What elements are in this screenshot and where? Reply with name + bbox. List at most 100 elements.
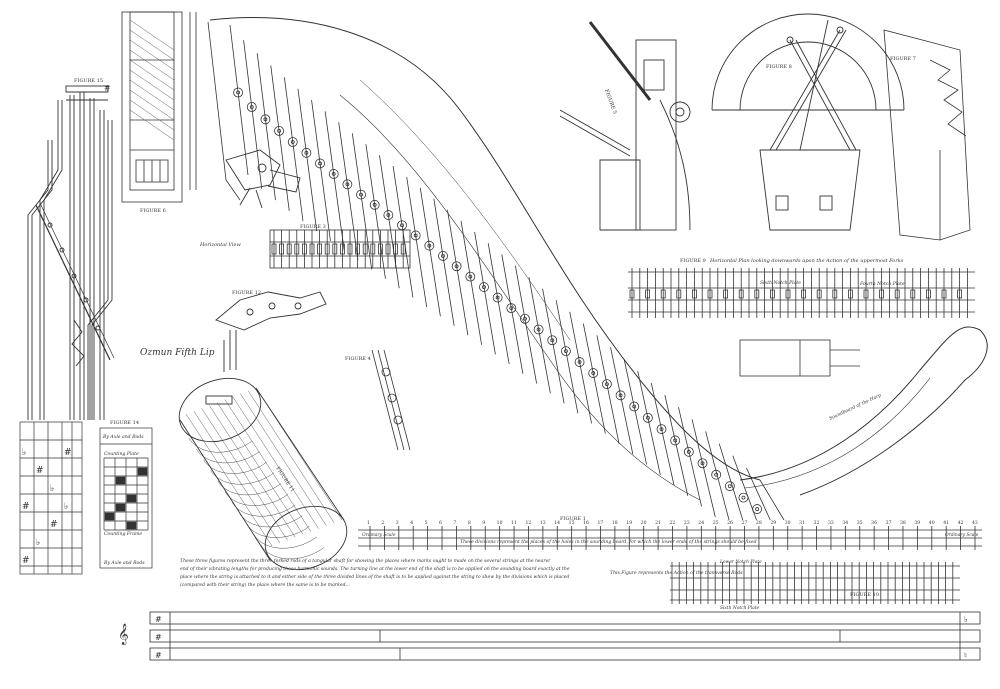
notes-line-3: place where the string is attached to it… — [180, 574, 569, 580]
tuning-pin — [523, 316, 527, 321]
scale-number: 7 — [453, 520, 456, 526]
figure-6-label: FIGURE 6 — [140, 208, 166, 214]
scale-number: 38 — [900, 520, 906, 526]
scale-number: 12 — [525, 520, 531, 526]
tuning-pin — [318, 161, 322, 166]
tuning-disc — [233, 87, 244, 98]
tuning-pin — [427, 243, 432, 248]
treble-clef-icon: 𝄞 — [118, 624, 129, 645]
cylinder-line — [216, 402, 304, 535]
tuning-pin — [700, 461, 705, 466]
tuning-disc — [642, 412, 653, 423]
cylinder-line — [224, 399, 312, 532]
bar-sharp-3: # — [155, 651, 162, 660]
tuning-disc — [492, 292, 503, 303]
tuning-pin — [372, 202, 377, 207]
tuning-disc — [506, 303, 517, 314]
tuning-disc — [533, 324, 544, 335]
figure-4-label: FIGURE 4 — [345, 356, 371, 362]
fig9-block — [879, 289, 884, 299]
scale-number: 34 — [842, 520, 848, 526]
tuning-pin — [400, 223, 404, 228]
fig3-block — [362, 243, 368, 255]
scale-number: 40 — [929, 520, 935, 526]
sixth-notch-plate-caption: Sixth Notch Plate — [760, 280, 801, 286]
scale-number: 21 — [655, 520, 661, 526]
tuning-pin — [536, 327, 541, 332]
svg-text:#: # — [36, 466, 44, 476]
tuning-disc — [520, 313, 530, 324]
figure-15-rod-assembly — [27, 85, 115, 420]
tuning-pin — [331, 172, 336, 176]
cylinder-line — [209, 405, 296, 538]
figure-15-grid-symbols: ♭ # ♭ # # # ♭ ♭ # — [22, 448, 72, 566]
cylinder-ring — [236, 463, 319, 528]
cylinder-line — [240, 393, 327, 526]
tuning-pin — [632, 404, 637, 409]
notes-line-1: These three figures represent the three … — [180, 558, 551, 564]
fig9-block — [894, 289, 900, 299]
horizontal-view-caption: Horizontal View — [199, 242, 241, 248]
tuning-disc — [424, 240, 435, 251]
harp-string — [460, 220, 483, 345]
fig3-block — [339, 243, 345, 255]
scale-number: 18 — [612, 520, 618, 526]
tuning-disc — [561, 346, 571, 357]
bar-natural-1: ♮ — [964, 651, 967, 660]
harp-string — [650, 382, 675, 486]
fig3-block — [385, 243, 391, 255]
tuning-pin — [686, 449, 691, 454]
tuning-disc — [369, 199, 380, 210]
tuning-pin — [659, 427, 664, 431]
figure-14-sub1: Counting Plate — [104, 451, 139, 457]
tuning-pin — [454, 264, 459, 269]
harp-string — [623, 358, 647, 465]
fig9-block — [801, 289, 806, 299]
tuning-pin — [673, 438, 678, 443]
bar-flat-1: ♭ — [964, 615, 968, 624]
tuning-pin — [386, 213, 391, 217]
tuning-disc — [287, 137, 298, 147]
tuning-disc — [479, 282, 489, 292]
fig14-cell-filled — [137, 467, 148, 476]
tuning-pin — [468, 274, 473, 279]
tuning-pin — [604, 382, 609, 387]
fig9-block — [832, 289, 838, 299]
fig9-block — [660, 289, 666, 299]
scale-right-label: Ordinary Scale — [945, 533, 979, 538]
figure-10-label: FIGURE 10 — [850, 592, 879, 598]
cylinder-line — [201, 408, 288, 541]
svg-text:♭: ♭ — [22, 448, 26, 458]
harp-string — [487, 243, 510, 365]
cylinder-ring — [214, 431, 297, 496]
cylinder-line — [185, 413, 273, 547]
tuning-disc — [588, 368, 599, 378]
tuning-pin — [236, 90, 241, 95]
cylinder-ring — [186, 388, 269, 453]
cylinder-ring — [257, 495, 340, 560]
harp-string — [474, 231, 496, 355]
fig14-cell-filled — [126, 521, 137, 530]
tuning-pin — [741, 495, 746, 500]
bar-sharp-1: # — [155, 615, 162, 624]
tuning-disc — [615, 390, 626, 401]
notes-line-4: (compared with their string) the place w… — [180, 581, 350, 588]
harp-string — [514, 265, 538, 384]
harp-string — [243, 40, 263, 189]
tuning-pin — [304, 150, 309, 155]
figure-9-horizontal-plan — [628, 268, 975, 318]
harp-string — [311, 100, 331, 241]
tuning-disc — [724, 481, 735, 492]
harp-string — [419, 187, 441, 317]
cylinder-ring — [243, 474, 326, 538]
harp-string — [542, 288, 565, 404]
tuning-disc — [342, 179, 353, 190]
tuning-disc — [274, 125, 284, 136]
harp-string — [297, 88, 318, 232]
cylinder-line — [248, 390, 335, 523]
scale-number: 35 — [857, 520, 863, 526]
cylinder-line — [255, 387, 343, 521]
tuning-pin — [495, 295, 500, 300]
figure-1-scale — [358, 526, 982, 550]
